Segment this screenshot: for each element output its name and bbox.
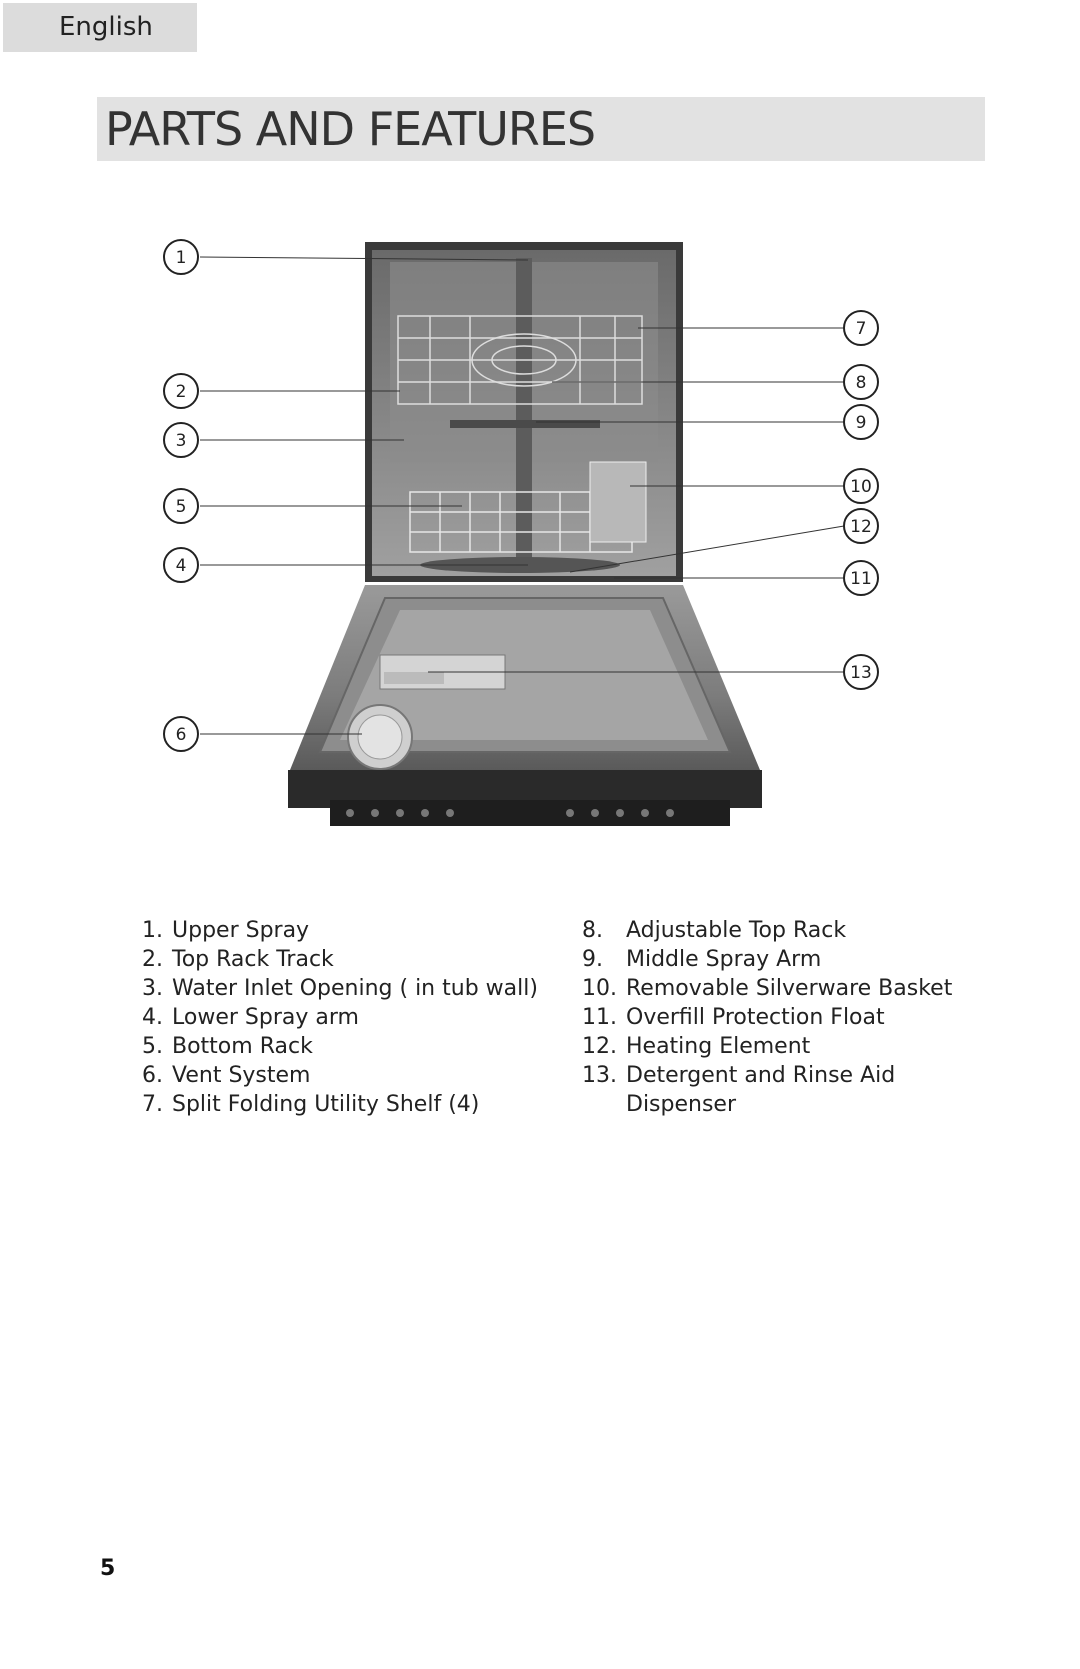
svg-text:13: 13: [850, 663, 872, 683]
list-item: 1.Upper Spray: [142, 918, 310, 943]
language-tab: English: [3, 3, 197, 52]
callout-6: 6: [163, 716, 199, 752]
callout-12: 12: [843, 508, 879, 544]
callout-2: 2: [163, 373, 199, 409]
svg-text:6: 6: [176, 725, 187, 745]
list-item: Dispenser: [626, 1092, 736, 1117]
parts-list-right: 8.Adjustable Top Rack 9.Middle Spray Arm…: [582, 916, 952, 1119]
svg-text:4: 4: [176, 556, 187, 576]
svg-text:8: 8: [856, 373, 867, 393]
svg-text:9: 9: [856, 413, 867, 433]
callout-9: 9: [843, 404, 879, 440]
list-item: 11.Overfill Protection Float: [582, 1005, 885, 1030]
svg-text:5: 5: [176, 497, 187, 517]
list-item: 13.Detergent and Rinse Aid: [582, 1063, 896, 1088]
callout-11: 11: [843, 560, 879, 596]
section-title-bar: PARTS AND FEATURES: [97, 97, 985, 161]
callout-5: 5: [163, 488, 199, 524]
svg-text:7: 7: [856, 319, 867, 339]
svg-text:3: 3: [176, 431, 187, 451]
page-title: PARTS AND FEATURES: [105, 102, 596, 156]
list-item: 3.Water Inlet Opening ( in tub wall): [142, 976, 538, 1001]
callout-13: 13: [843, 654, 879, 690]
list-item: 7.Split Folding Utility Shelf (4): [142, 1092, 480, 1117]
dishwasher-diagram: 1 2 3 5 4 6 7 8 9 10 12 11: [163, 239, 879, 826]
callout-4: 4: [163, 547, 199, 583]
svg-text:1: 1: [176, 248, 187, 268]
list-item: 10.Removable Silverware Basket: [582, 976, 953, 1001]
list-item: 5.Bottom Rack: [142, 1034, 313, 1059]
list-item: 4.Lower Spray arm: [142, 1005, 359, 1030]
dishwasher-photo: [288, 242, 762, 826]
callout-10: 10: [843, 468, 879, 504]
svg-text:10: 10: [850, 477, 872, 497]
callout-7: 7: [843, 310, 879, 346]
list-item: 6.Vent System: [142, 1063, 311, 1088]
parts-list-left: 1.Upper Spray 2.Top Rack Track 3.Water I…: [142, 916, 538, 1119]
svg-text:11: 11: [850, 569, 872, 589]
callout-leaders: [199, 256, 845, 735]
list-item: 12.Heating Element: [582, 1034, 811, 1059]
list-item: 2.Top Rack Track: [142, 947, 334, 972]
callout-3: 3: [163, 422, 199, 458]
list-item: 9.Middle Spray Arm: [582, 947, 822, 972]
svg-text:2: 2: [176, 382, 187, 402]
callout-8: 8: [843, 364, 879, 400]
page-number: 5: [100, 1556, 116, 1581]
list-item: 8.Adjustable Top Rack: [582, 918, 847, 943]
callout-1: 1: [163, 239, 199, 275]
svg-text:12: 12: [850, 517, 872, 537]
language-label: English: [59, 12, 153, 42]
